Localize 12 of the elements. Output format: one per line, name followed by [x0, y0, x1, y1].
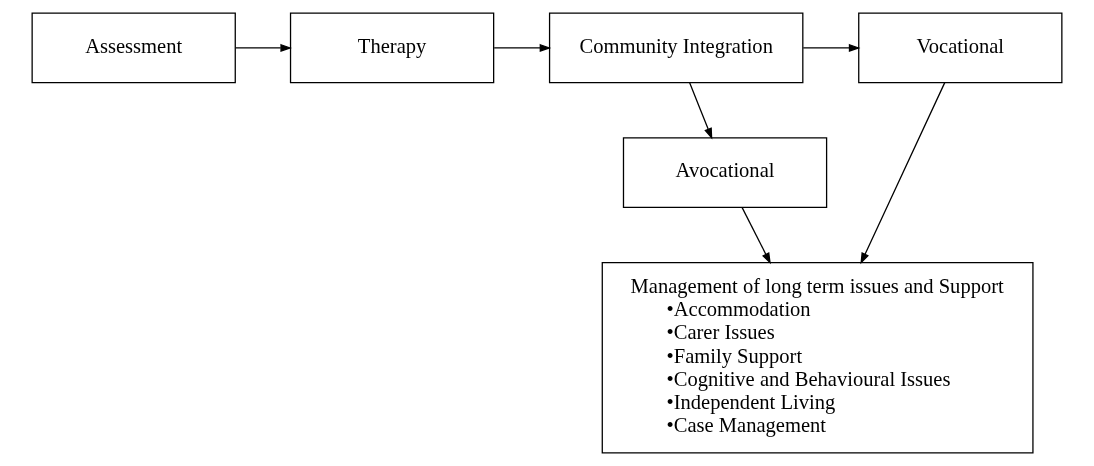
node-box: Management of long term issues and Support •Accommodation •Carer Issues •Family Support •Cognitive and Behavioural Issues •Independent Living •Case Management — [601, 261, 1034, 454]
arrow — [493, 43, 552, 52]
node-box: Community Integration — [548, 12, 804, 84]
node-box: Avocational — [622, 137, 828, 208]
node-box: Vocational — [858, 12, 1063, 84]
arrow — [802, 43, 861, 52]
arrow — [860, 82, 946, 265]
arrow — [741, 206, 771, 265]
arrow — [689, 82, 713, 140]
arrow — [235, 43, 292, 52]
node-box: Therapy — [289, 12, 495, 84]
node-box: Assessment — [31, 12, 236, 84]
